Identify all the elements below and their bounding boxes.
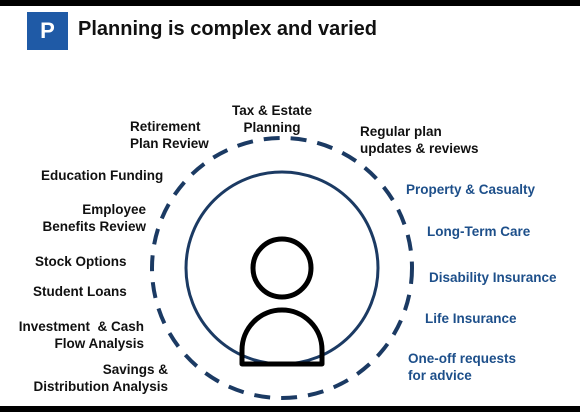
inner-ring bbox=[184, 170, 380, 366]
label-long-term-care: Long-Term Care bbox=[427, 224, 531, 239]
label-tax-estate-planning: Tax & Estate Planning bbox=[231, 103, 313, 135]
label-property-casualty: Property & Casualty bbox=[406, 182, 536, 197]
label-savings-distribution: Savings & Distribution Analysis bbox=[33, 362, 168, 394]
slide-title: Planning is complex and varied bbox=[78, 18, 377, 40]
person-head bbox=[250, 236, 314, 300]
person-body bbox=[239, 307, 325, 367]
label-education-funding: Education Funding bbox=[41, 168, 164, 183]
label-regular-plan-updates: Regular plan updates & reviews bbox=[360, 124, 479, 156]
label-student-loans: Student Loans bbox=[33, 284, 127, 299]
label-investment-cash-flow: Investment & Cash Flow Analysis bbox=[18, 319, 144, 351]
label-stock-options: Stock Options bbox=[35, 254, 127, 269]
person-icon bbox=[239, 236, 325, 367]
label-retirement-plan-review: Retirement Plan Review bbox=[130, 119, 209, 151]
bottom-border bbox=[0, 406, 580, 412]
label-employee-benefits-review: Employee Benefits Review bbox=[42, 202, 146, 234]
label-life-insurance: Life Insurance bbox=[425, 311, 517, 326]
label-disability-insurance: Disability Insurance bbox=[429, 270, 557, 285]
label-one-off-requests: One-off requests for advice bbox=[408, 351, 517, 383]
section-badge: P bbox=[27, 12, 68, 50]
outer-dashed-ring bbox=[150, 136, 414, 400]
top-border bbox=[0, 0, 580, 6]
